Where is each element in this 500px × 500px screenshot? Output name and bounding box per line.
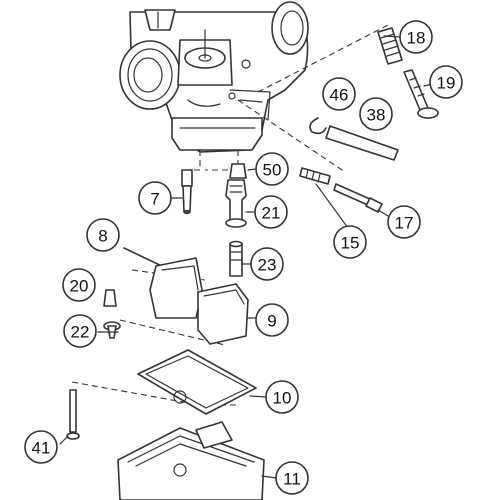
callout-label-7: 7 [150, 190, 159, 209]
callout-label-11: 11 [283, 470, 301, 489]
part-10-gasket [137, 349, 257, 415]
part-15-spring [299, 167, 331, 185]
callout-label-22: 22 [71, 323, 90, 342]
callout-circle-38 [359, 97, 393, 131]
callout-label-9: 9 [267, 312, 276, 331]
callout-label-46: 46 [330, 86, 349, 105]
callout-17: 17 [387, 205, 421, 239]
callout-label-17: 17 [395, 214, 414, 233]
callout-label-41: 41 [32, 439, 51, 458]
callout-circle-8 [86, 218, 120, 252]
part-46-clip [309, 117, 327, 135]
part-38-holder [325, 125, 399, 161]
callout-label-8: 8 [98, 227, 107, 246]
callout-circle-18 [399, 20, 433, 54]
callout-circle-50 [255, 152, 289, 186]
guide-line-top [257, 23, 391, 93]
part-17-screw [333, 183, 383, 213]
callout-circle-23 [250, 247, 284, 281]
part-19-screw [403, 69, 439, 119]
callout-23: 23 [250, 247, 284, 281]
callout-label-20: 20 [70, 277, 89, 296]
callout-20: 20 [62, 268, 96, 302]
part-float-left [149, 257, 203, 319]
callout-circle-17 [387, 205, 421, 239]
part-18-spring [377, 27, 403, 65]
guide-line-right [237, 99, 346, 173]
callout-circle-15 [333, 225, 367, 259]
callout-circle-9 [255, 303, 289, 337]
callout-41: 41 [24, 430, 58, 464]
callout-circle-41 [24, 430, 58, 464]
part-23-pilot-jet [229, 240, 243, 277]
callout-38: 38 [359, 97, 393, 131]
callout-circle-7 [138, 181, 172, 215]
callout-18: 18 [399, 20, 433, 54]
callout-circle-10 [265, 380, 299, 414]
callout-label-23: 23 [258, 256, 277, 275]
callout-50: 50 [255, 152, 289, 186]
callout-22: 22 [63, 314, 97, 348]
part-20-float-needle [103, 289, 117, 307]
callout-circle-21 [254, 195, 288, 229]
callout-46: 46 [322, 77, 356, 111]
guide-line-left [186, 150, 201, 171]
callout-label-18: 18 [407, 29, 426, 48]
callout-19: 19 [429, 65, 463, 99]
callout-layer: 18 19 46 38 50 7 21 17 15 8 23 20 9 22 10 41 11 [24, 20, 463, 495]
part-9-float [197, 283, 249, 345]
callout-label-15: 15 [341, 234, 360, 253]
part-22-screw [103, 321, 121, 339]
callout-circle-11 [275, 461, 309, 495]
part-11-float-bowl [117, 421, 265, 500]
callout-circle-19 [429, 65, 463, 99]
part-7-needle-jet [181, 169, 193, 215]
callout-7: 7 [138, 181, 172, 215]
part-21-main-jet [225, 179, 247, 228]
callout-label-10: 10 [273, 389, 292, 408]
callout-label-21: 21 [262, 204, 281, 223]
callout-circle-22 [63, 314, 97, 348]
callout-9: 9 [255, 303, 289, 337]
callout-label-19: 19 [437, 74, 456, 93]
callout-label-50: 50 [263, 161, 282, 180]
callout-15: 15 [333, 225, 367, 259]
callout-8: 8 [86, 218, 120, 252]
carburetor-body [119, 1, 309, 153]
part-50-jet-holder [229, 163, 247, 179]
callout-label-38: 38 [367, 106, 386, 125]
callout-10: 10 [265, 380, 299, 414]
callout-21: 21 [254, 195, 288, 229]
callout-11: 11 [275, 461, 309, 495]
callout-circle-46 [322, 77, 356, 111]
part-41-screw [66, 389, 80, 440]
callout-circle-20 [62, 268, 96, 302]
guide-line-float-pin [119, 319, 226, 346]
